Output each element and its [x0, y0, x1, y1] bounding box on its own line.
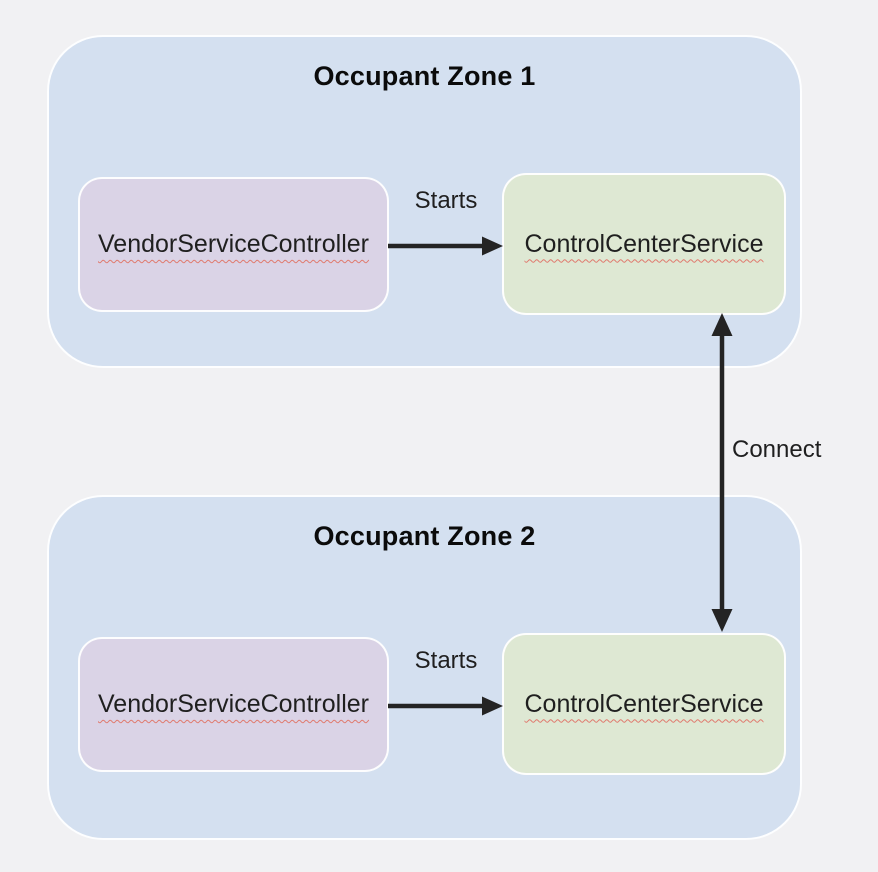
connect-arrow [711, 313, 733, 632]
connect-arrow-up-head-icon [711, 313, 733, 336]
zone-2-starts-arrow-head-icon [482, 696, 503, 716]
zone-2-vendor-service-controller-node: VendorServiceController [78, 637, 389, 772]
zone-2-vendor-label: VendorServiceController [98, 690, 369, 718]
connect-arrow-down-head-icon [711, 609, 733, 632]
zone-2-control-label: ControlCenterService [524, 689, 764, 718]
zone-2-starts-edge-label: Starts [414, 647, 478, 674]
zone-1-starts-arrow-head-icon [482, 236, 503, 256]
zone-2-control-center-service-node: ControlCenterService [502, 633, 786, 775]
zone-1-vendor-label: VendorServiceController [98, 230, 369, 258]
zone-1-control-center-service-node: ControlCenterService [502, 173, 786, 315]
zone-1-control-label: ControlCenterService [524, 229, 764, 258]
zone-2-title: Occupant Zone 2 [313, 521, 536, 551]
occupant-zone-1: Occupant Zone 1 VendorServiceController … [47, 35, 802, 368]
zone-1-vendor-service-controller-node: VendorServiceController [78, 177, 389, 312]
zone-1-starts-arrow [388, 236, 503, 256]
zone-2-starts-arrow [388, 696, 503, 716]
connect-edge-label: Connect [732, 436, 822, 463]
occupant-zone-2: Occupant Zone 2 VendorServiceController … [47, 495, 802, 840]
zone-1-starts-edge-label: Starts [414, 187, 478, 214]
zone-1-title: Occupant Zone 1 [313, 61, 536, 91]
